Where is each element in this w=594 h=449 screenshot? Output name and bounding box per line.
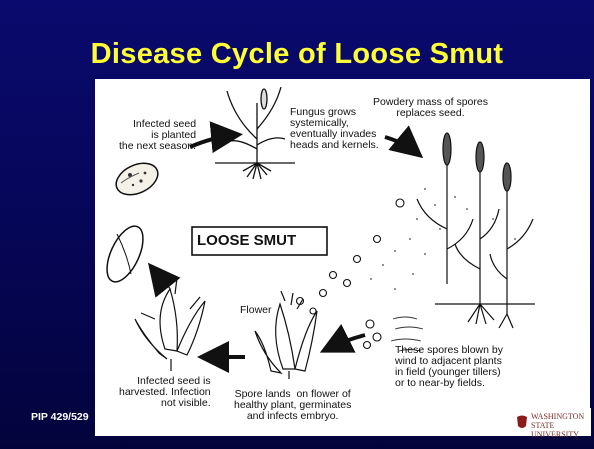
cougar-logo-icon	[516, 414, 528, 430]
young-plant-illustration	[215, 87, 295, 179]
arrow-to-mature-plants	[385, 137, 417, 153]
arrow-to-flower	[327, 335, 365, 349]
university-name: WASHINGTON STATE UNIVERSITY	[531, 412, 591, 439]
slide-title: Disease Cycle of Loose Smut	[0, 38, 594, 71]
smutted-plants-illustration	[417, 133, 535, 328]
arrow-to-young-plant	[190, 135, 235, 147]
label-powdery-mass: Powdery mass of spores replaces seed.	[373, 97, 488, 119]
label-flower: Flower	[240, 305, 272, 316]
harvested-seed-illustration	[100, 221, 151, 287]
arrow-to-seed	[153, 269, 167, 279]
spore-cloud	[370, 188, 516, 290]
label-fungus-grows: Fungus grows systemically, eventually in…	[290, 107, 379, 151]
infected-seed-illustration	[111, 157, 163, 201]
label-spores-blown: These spores blown by wind to adjacent p…	[395, 345, 503, 389]
seed-head-illustration	[135, 275, 205, 371]
loose-smut-label: LOOSE SMUT	[197, 233, 296, 249]
disease-cycle-diagram: LOOSE SMUT Infected seed is planted the …	[95, 79, 590, 436]
label-seed-planted: Infected seed is planted the next season…	[119, 119, 196, 152]
label-spore-lands: Spore lands on flower of healthy plant, …	[234, 389, 351, 422]
label-seed-harvested: Infected seed is harvested. Infection no…	[119, 376, 211, 409]
course-code: PIP 429/529	[31, 411, 89, 423]
university-logo: WASHINGTON STATE UNIVERSITY	[513, 408, 591, 436]
